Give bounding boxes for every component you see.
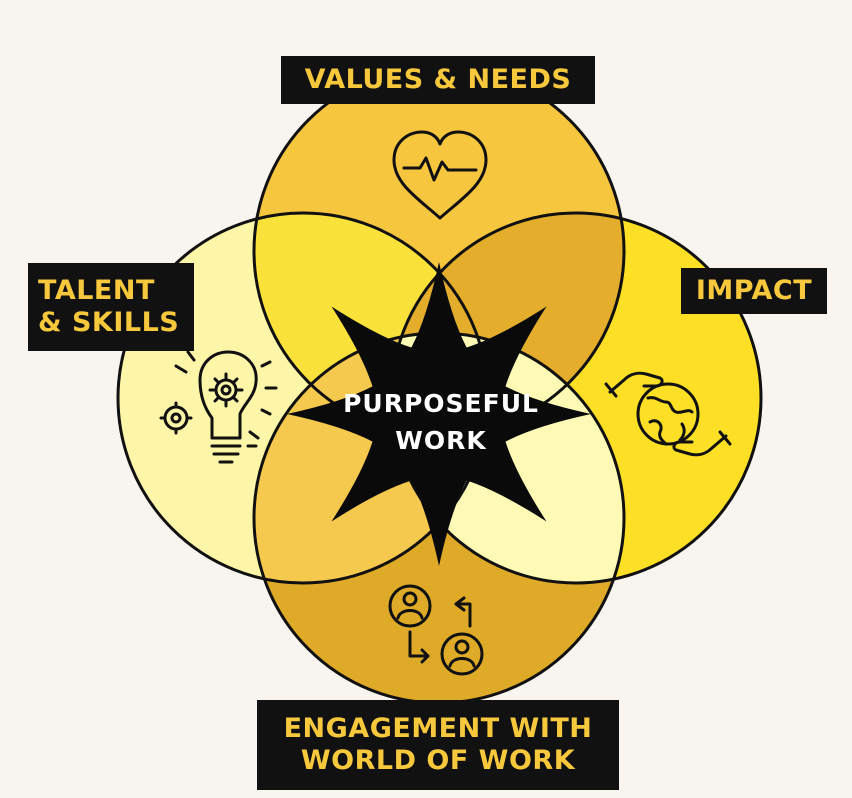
skills-text: & SKILLS: [38, 307, 180, 338]
engagement-line1: ENGAGEMENT WITH: [283, 713, 593, 745]
center-line1: PURPOSEFUL: [343, 388, 539, 418]
talent-skills-label: TALENT & SKILLS: [28, 263, 194, 351]
impact-label: IMPACT: [681, 268, 827, 314]
engagement-label: ENGAGEMENT WITH WORLD OF WORK: [257, 700, 619, 790]
lightbulb-gears-icon: [159, 350, 278, 464]
impact-text: IMPACT: [695, 275, 813, 307]
values-needs-text: VALUES & NEEDS: [304, 64, 572, 96]
people-exchange-icon: [388, 584, 484, 676]
hands-globe-icon: [604, 371, 732, 457]
purposeful-work-star: [287, 262, 591, 566]
center-line2: WORK: [395, 426, 487, 455]
heartbeat-heart-icon: [392, 130, 488, 220]
center-title: PURPOSEFUL WORK: [328, 376, 554, 468]
engagement-line2: WORLD OF WORK: [300, 745, 576, 776]
values-needs-label: VALUES & NEEDS: [281, 56, 595, 104]
talent-text: TALENT: [38, 275, 155, 307]
